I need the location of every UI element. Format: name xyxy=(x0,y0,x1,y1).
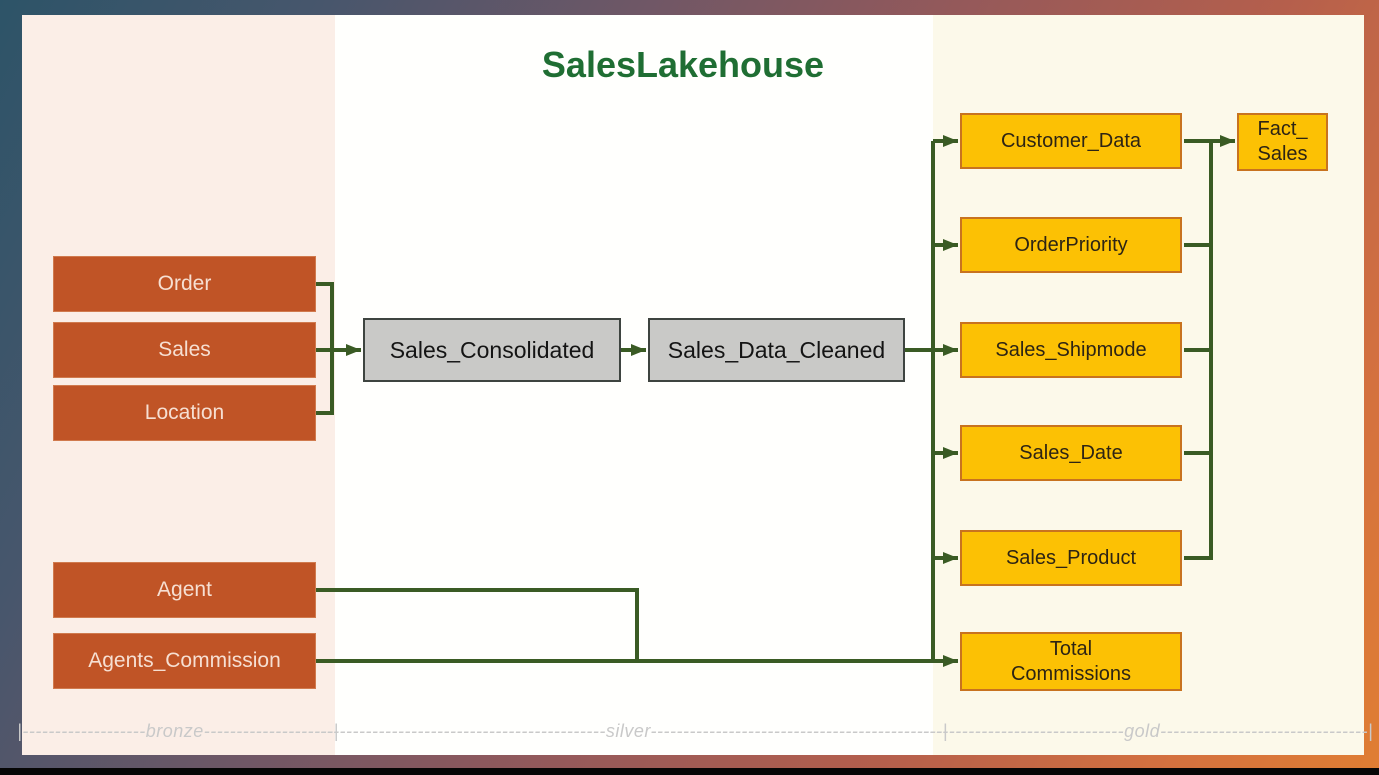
node-fact-sales: Fact_ Sales xyxy=(1237,113,1328,171)
node-sales-data-cleaned: Sales_Data_Cleaned xyxy=(648,318,905,382)
diagram-title: SalesLakehouse xyxy=(541,44,825,85)
node-sales-date: Sales_Date xyxy=(960,425,1182,481)
edge-agent-merge xyxy=(316,588,639,661)
edge-location-merge xyxy=(316,350,334,415)
node-agents-commission: Agents_Commission xyxy=(53,633,316,689)
lane-label-bronze: |-------------------bronze--------------… xyxy=(17,721,339,741)
node-location: Location xyxy=(53,385,316,441)
lane-label-silver: ----------------------------------------… xyxy=(320,721,948,741)
node-sales: Sales xyxy=(53,322,316,378)
node-sales-shipmode: Sales_Shipmode xyxy=(960,322,1182,378)
edge-order-merge xyxy=(316,282,334,350)
node-orderpriority: OrderPriority xyxy=(960,217,1182,273)
node-total-commissions: Total Commissions xyxy=(960,632,1182,691)
lane-silver-background xyxy=(335,15,933,755)
node-sales-product: Sales_Product xyxy=(960,530,1182,586)
node-sales-consolidated: Sales_Consolidated xyxy=(363,318,621,382)
node-customer-data: Customer_Data xyxy=(960,113,1182,169)
edge-collector-vertical xyxy=(1184,141,1213,560)
lane-label-gold: -------------------------------gold-----… xyxy=(922,721,1374,741)
node-agent: Agent xyxy=(53,562,316,618)
node-order: Order xyxy=(53,256,316,312)
letterbox-bar xyxy=(0,768,1379,775)
